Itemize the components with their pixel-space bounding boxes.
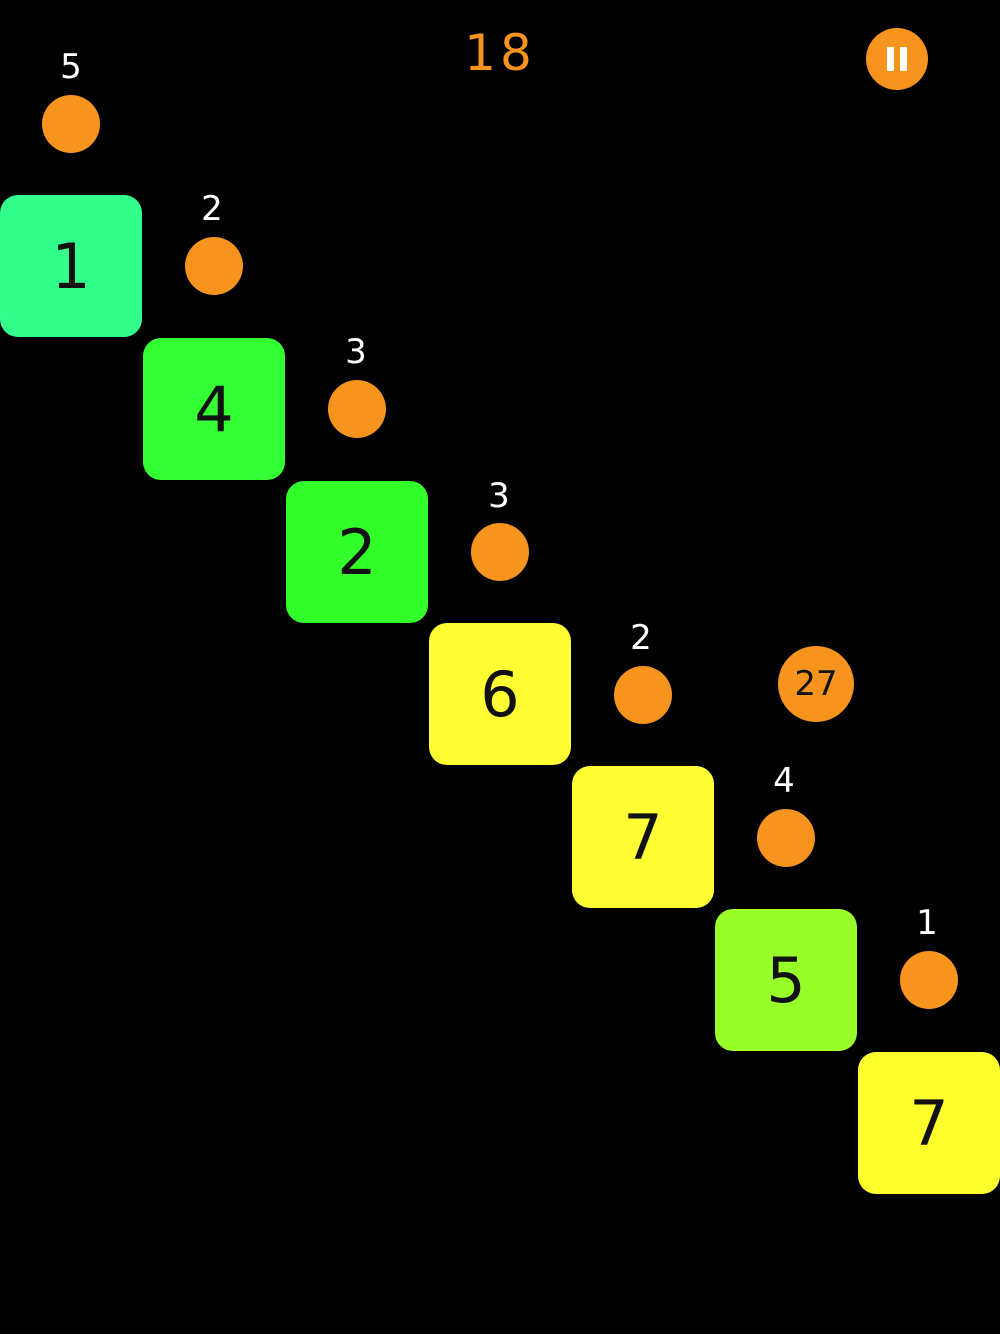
score-counter: 18 <box>464 24 536 82</box>
pickup-ball <box>614 666 672 724</box>
number-block: 7 <box>572 766 714 908</box>
pause-bar-left <box>887 47 894 71</box>
player-ball[interactable]: 27 <box>778 646 854 722</box>
ball-count-label: 1 <box>916 903 938 943</box>
number-block: 5 <box>715 909 857 1051</box>
ball-count-label: 2 <box>201 189 223 229</box>
pause-bar-right <box>900 47 907 71</box>
number-block: 7 <box>858 1052 1000 1194</box>
pause-icon <box>866 28 928 90</box>
pickup-ball <box>185 237 243 295</box>
pickup-ball <box>757 809 815 867</box>
ball-count-label: 2 <box>630 618 652 658</box>
number-block: 4 <box>143 338 285 480</box>
number-block: 1 <box>0 195 142 337</box>
number-block: 2 <box>286 481 428 623</box>
pickup-ball <box>328 380 386 438</box>
ball-count-label: 3 <box>488 476 510 516</box>
pickup-ball <box>900 951 958 1009</box>
ball-count-label: 5 <box>60 47 82 87</box>
pause-button[interactable] <box>866 28 928 90</box>
pickup-ball <box>42 95 100 153</box>
number-block: 6 <box>429 623 571 765</box>
pickup-ball <box>471 523 529 581</box>
ball-count-label: 4 <box>773 761 795 801</box>
ball-count-label: 3 <box>345 332 367 372</box>
